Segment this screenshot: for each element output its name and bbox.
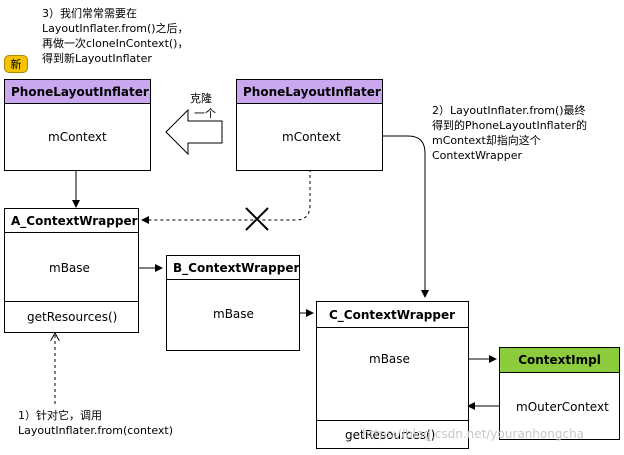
clone-label: 克隆 一个 (190, 91, 216, 121)
a-context-wrapper-title: A_ContextWrapper (5, 209, 138, 233)
note-2-line-3: mContext却指向这个 (432, 134, 541, 147)
c-context-wrapper-mbase: mBase (369, 352, 410, 366)
note-3-clone-in-context: 3）我们常常需要在 LayoutInflater.from()之后， 再做一次c… (30, 6, 189, 66)
b-context-wrapper-box: B_ContextWrapper mBase (166, 255, 300, 351)
cross-mark-icon (245, 207, 269, 231)
watermark: https://blog.csdn.net/youranhongcha (362, 427, 585, 441)
phone-layout-inflater-new-box: PhoneLayoutInflater mContext (4, 79, 151, 171)
phone-layout-inflater-new-mcontext: mContext (48, 130, 107, 144)
context-impl-title: ContextImpl (500, 348, 619, 373)
new-badge: 新 (4, 55, 28, 73)
phone-layout-inflater-new-title: PhoneLayoutInflater (5, 80, 150, 104)
note-1-layout-inflater-from: 1）针对它，调用 LayoutInflater.from(context) (18, 408, 173, 438)
a-context-wrapper-divider (5, 301, 138, 302)
b-context-wrapper-mbase: mBase (213, 307, 254, 321)
b-context-wrapper-title: B_ContextWrapper (167, 256, 299, 280)
note-2-line-4: ContextWrapper (432, 149, 522, 162)
c-context-wrapper-title: C_ContextWrapper (317, 302, 468, 328)
clone-label-line-2: 一个 (194, 107, 216, 120)
clone-arrow-icon (165, 108, 223, 156)
note-1-line-1: 1）针对它，调用 (18, 409, 102, 422)
context-impl-mouter-context: mOuterContext (516, 400, 609, 414)
note-2-line-1: 2）LayoutInflater.from()最终 (432, 104, 586, 117)
arrow-orig-mcontext-to-a-dashed (141, 145, 311, 224)
a-context-wrapper-get-resources: getResources() (27, 310, 118, 324)
c-context-wrapper-box: C_ContextWrapper mBase getResources() (316, 301, 469, 449)
context-impl-box: ContextImpl mOuterContext (499, 347, 620, 440)
phone-layout-inflater-orig-title: PhoneLayoutInflater (237, 80, 382, 104)
note-1-line-2: LayoutInflater.from(context) (18, 424, 174, 437)
note-3-line-2: LayoutInflater.from()之后， (42, 22, 189, 35)
note-3-line-1: 3）我们常常需要在 (42, 7, 137, 20)
a-context-wrapper-box: A_ContextWrapper mBase getResources() (4, 208, 139, 333)
note-3-line-4: 得到新LayoutInflater (42, 52, 152, 65)
phone-layout-inflater-orig-mcontext: mContext (282, 130, 341, 144)
arrow-orig-mcontext-to-c (342, 135, 429, 298)
note-3-line-3: 再做一次cloneInContext()， (42, 37, 189, 50)
phone-layout-inflater-orig-box: PhoneLayoutInflater mContext (236, 79, 383, 171)
note-2-line-2: 得到的PhoneLayoutInflater的 (432, 119, 587, 132)
clone-label-line-1: 克隆 (190, 92, 212, 105)
c-context-wrapper-get-resources: getResources() (345, 428, 436, 442)
a-context-wrapper-mbase: mBase (49, 261, 90, 275)
note-2-context-wrapper: 2）LayoutInflater.from()最终 得到的PhoneLayout… (432, 103, 587, 163)
c-context-wrapper-divider (317, 420, 468, 421)
